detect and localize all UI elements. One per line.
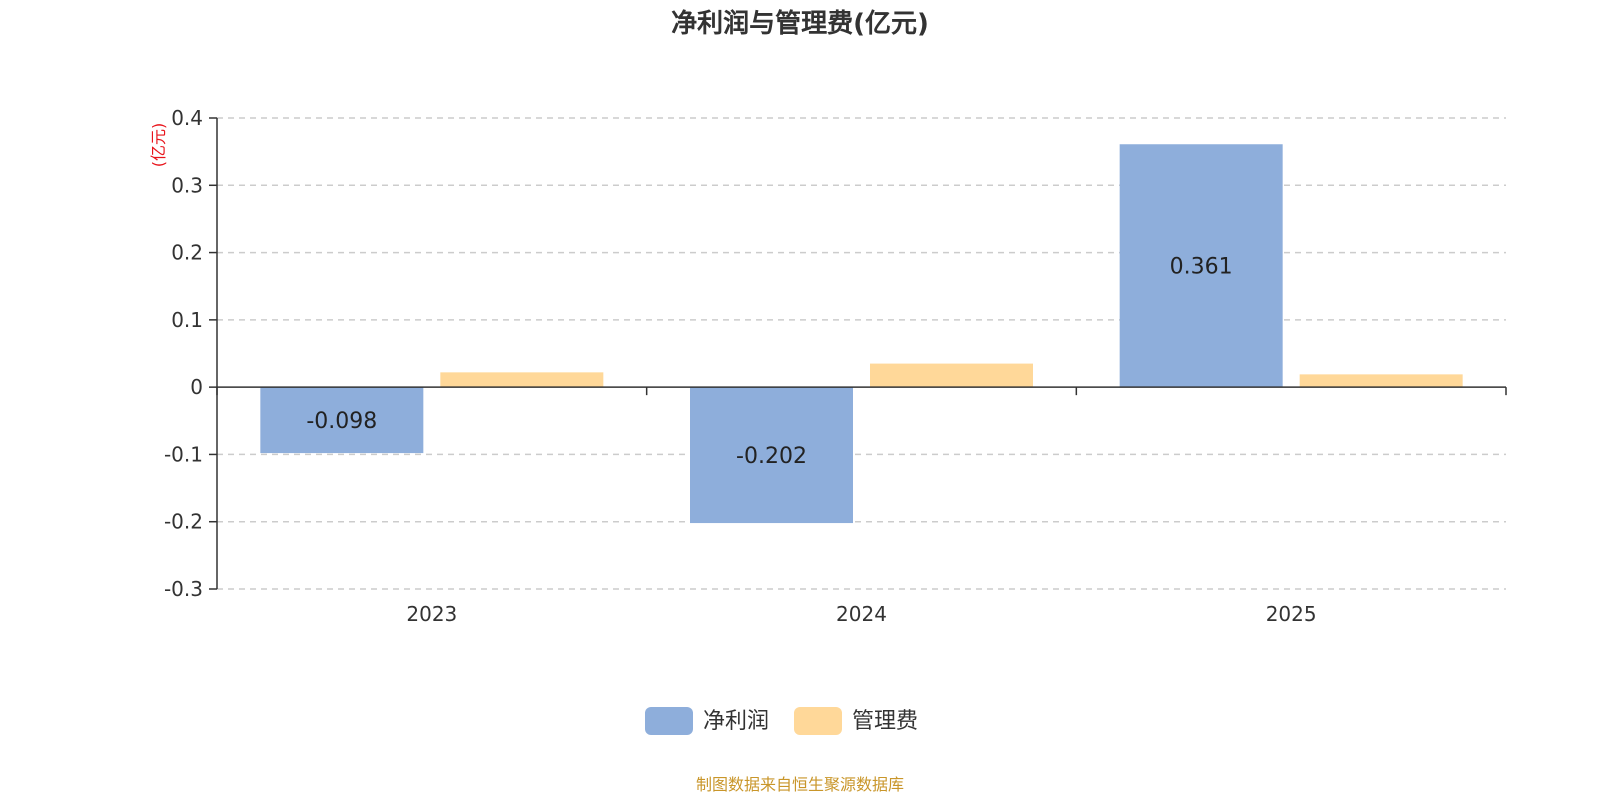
chart-title: 净利润与管理费(亿元) [671,8,929,39]
legend-label: 管理费 [852,709,918,734]
bar-management-fee-2024 [870,363,1033,388]
bar-data-label: -0.098 [306,409,377,434]
axes: 0.4 0.3 0.2 0.1 0 -0.1 -0.2 -0.3 2023 2024 2025 [164,106,1507,626]
source-note: 制图数据来自恒生聚源数据库 [696,775,904,794]
bar-management-fee-2025 [1299,374,1463,388]
y-axis-unit-label: (亿元) [149,123,168,168]
y-tick-label: 0.4 [171,106,203,130]
y-tick-label: 0 [190,375,203,399]
x-tick-label: 2025 [1266,602,1317,626]
y-tick-label: 0.1 [171,308,203,332]
legend-swatch [794,707,842,735]
bar-net-profit-2024 [690,387,853,524]
bar-net-profit-2025 [1119,144,1283,388]
x-tick-label: 2024 [836,602,887,626]
legend-swatch [645,707,693,735]
y-tick-label: 0.2 [171,241,203,265]
y-tick-label: -0.2 [164,510,203,534]
y-tick-label: 0.3 [171,173,203,197]
legend-label: 净利润 [703,709,769,734]
bar-management-fee-2023 [440,372,604,388]
bar-data-label: 0.361 [1170,255,1233,280]
legend: 净利润 管理费 [645,707,918,735]
bars [260,144,1463,524]
grid-lines [217,117,1506,590]
y-tick-label: -0.3 [164,577,203,601]
data-labels: -0.098 -0.202 0.361 [306,255,1232,469]
bar-net-profit-2023 [260,387,424,454]
y-tick-label: -0.1 [164,442,203,466]
x-tick-label: 2023 [406,602,457,626]
bar-data-label: -0.202 [736,444,807,469]
